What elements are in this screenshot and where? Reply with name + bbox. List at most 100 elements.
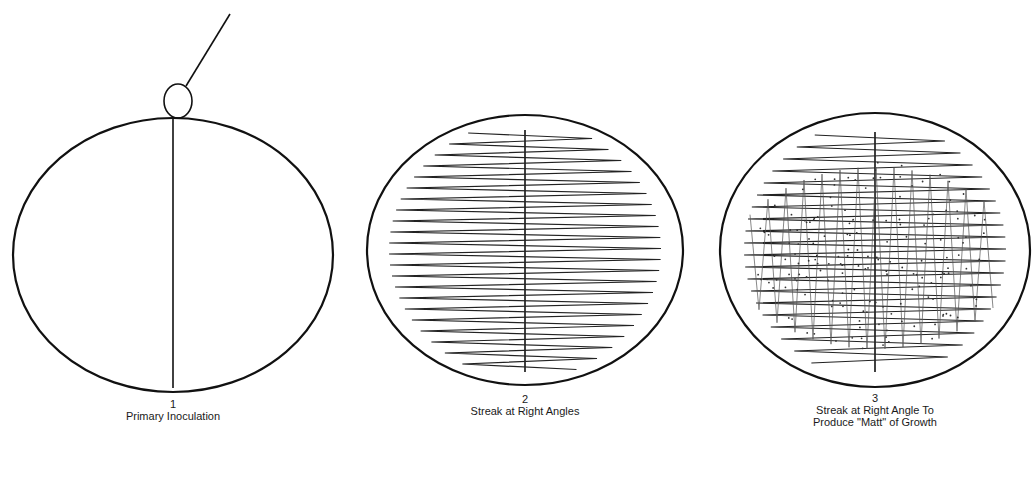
growth-dot [774,204,776,206]
growth-dot [785,286,787,288]
growth-dot [847,255,849,257]
growth-dot [808,238,810,240]
growth-dot [867,256,869,258]
growth-dot [901,320,903,322]
growth-dot [834,178,836,180]
growth-dot [965,268,967,270]
growth-dot [869,301,871,303]
growth-dot [958,254,960,256]
caption-text: Streak at Right Angles [435,405,615,417]
growth-dot [899,196,901,198]
growth-dot [965,236,967,238]
growth-dot [760,278,762,280]
growth-dot [913,325,915,327]
growth-dot [945,313,947,315]
growth-dot [878,323,880,325]
growth-dot [939,174,941,176]
growth-dot [865,187,867,189]
growth-dot [840,263,842,265]
growth-dot [842,305,844,307]
growth-dot [945,209,947,211]
growth-dot [788,242,790,244]
growth-dot [830,196,832,198]
growth-dot [940,239,942,241]
growth-dot [873,177,875,179]
streak-lines [744,135,1006,363]
growth-dot [788,273,790,275]
growth-dot [901,165,903,167]
growth-dot [957,317,959,319]
growth-dot [759,227,761,229]
growth-dot [975,298,977,300]
growth-dot [899,176,901,178]
inoculation-line [172,118,174,388]
growth-dot [978,259,980,261]
callout-number: 2 [505,393,545,405]
growth-dot [948,181,950,183]
growth-dot [820,270,822,272]
growth-dot [846,233,848,235]
growth-dot [797,243,799,245]
growth-dot [813,333,815,335]
growth-dot [916,274,918,276]
growth-dot [886,273,888,275]
petri-dish [720,113,1030,387]
growth-dot [942,314,944,316]
growth-dot [842,292,844,294]
growth-dot [911,185,913,187]
growth-dot [932,298,934,300]
growth-dot [882,306,884,308]
growth-dot [899,219,901,221]
growth-dot [948,272,950,274]
growth-dot [854,179,856,181]
growth-dot [877,259,879,261]
growth-dot [789,229,791,231]
growth-dot [838,256,840,258]
growth-dot [877,162,879,164]
growth-dot [794,278,796,280]
callout-number: 3 [855,392,895,404]
growth-dot [774,255,776,257]
growth-dot [930,282,932,284]
caption-text: Streak at Right Angle To Produce "Matt" … [780,404,970,428]
cross-streak-lines [750,167,993,349]
growth-dot [798,273,800,275]
growth-dot [843,264,845,266]
growth-dot [970,285,972,287]
growth-dot [906,236,908,238]
growth-dot [794,253,796,255]
growth-dot [768,234,770,236]
petri-dish [367,115,683,385]
growth-dot [956,210,958,212]
growth-dot [816,255,818,257]
growth-dot [901,267,903,269]
growth-dot [890,313,892,315]
growth-dot [928,218,930,220]
growth-dot [899,224,901,226]
growth-dot [853,289,855,291]
growth-dot [950,315,952,317]
growth-dot [885,336,887,338]
growth-dot [832,300,834,302]
growth-dot [880,177,882,179]
growth-dot [812,242,814,244]
growth-dot [940,277,942,279]
growth-dot [911,288,913,290]
streak-lines [389,133,661,370]
growth-dot [872,219,874,221]
loop-handle [186,14,230,86]
growth-dot [876,257,878,259]
growth-dot [768,282,770,284]
growth-dot [885,220,887,222]
growth-dot [888,341,890,343]
growth-dot [806,276,808,278]
growth-dot [796,289,798,291]
growth-dot [851,337,853,339]
growth-dot [886,241,888,243]
growth-dot [804,294,806,296]
petri-dish [13,118,333,392]
growth-dot [946,257,948,259]
growth-dot [949,199,951,201]
growth-dot [784,258,786,260]
growth-dot [924,243,926,245]
